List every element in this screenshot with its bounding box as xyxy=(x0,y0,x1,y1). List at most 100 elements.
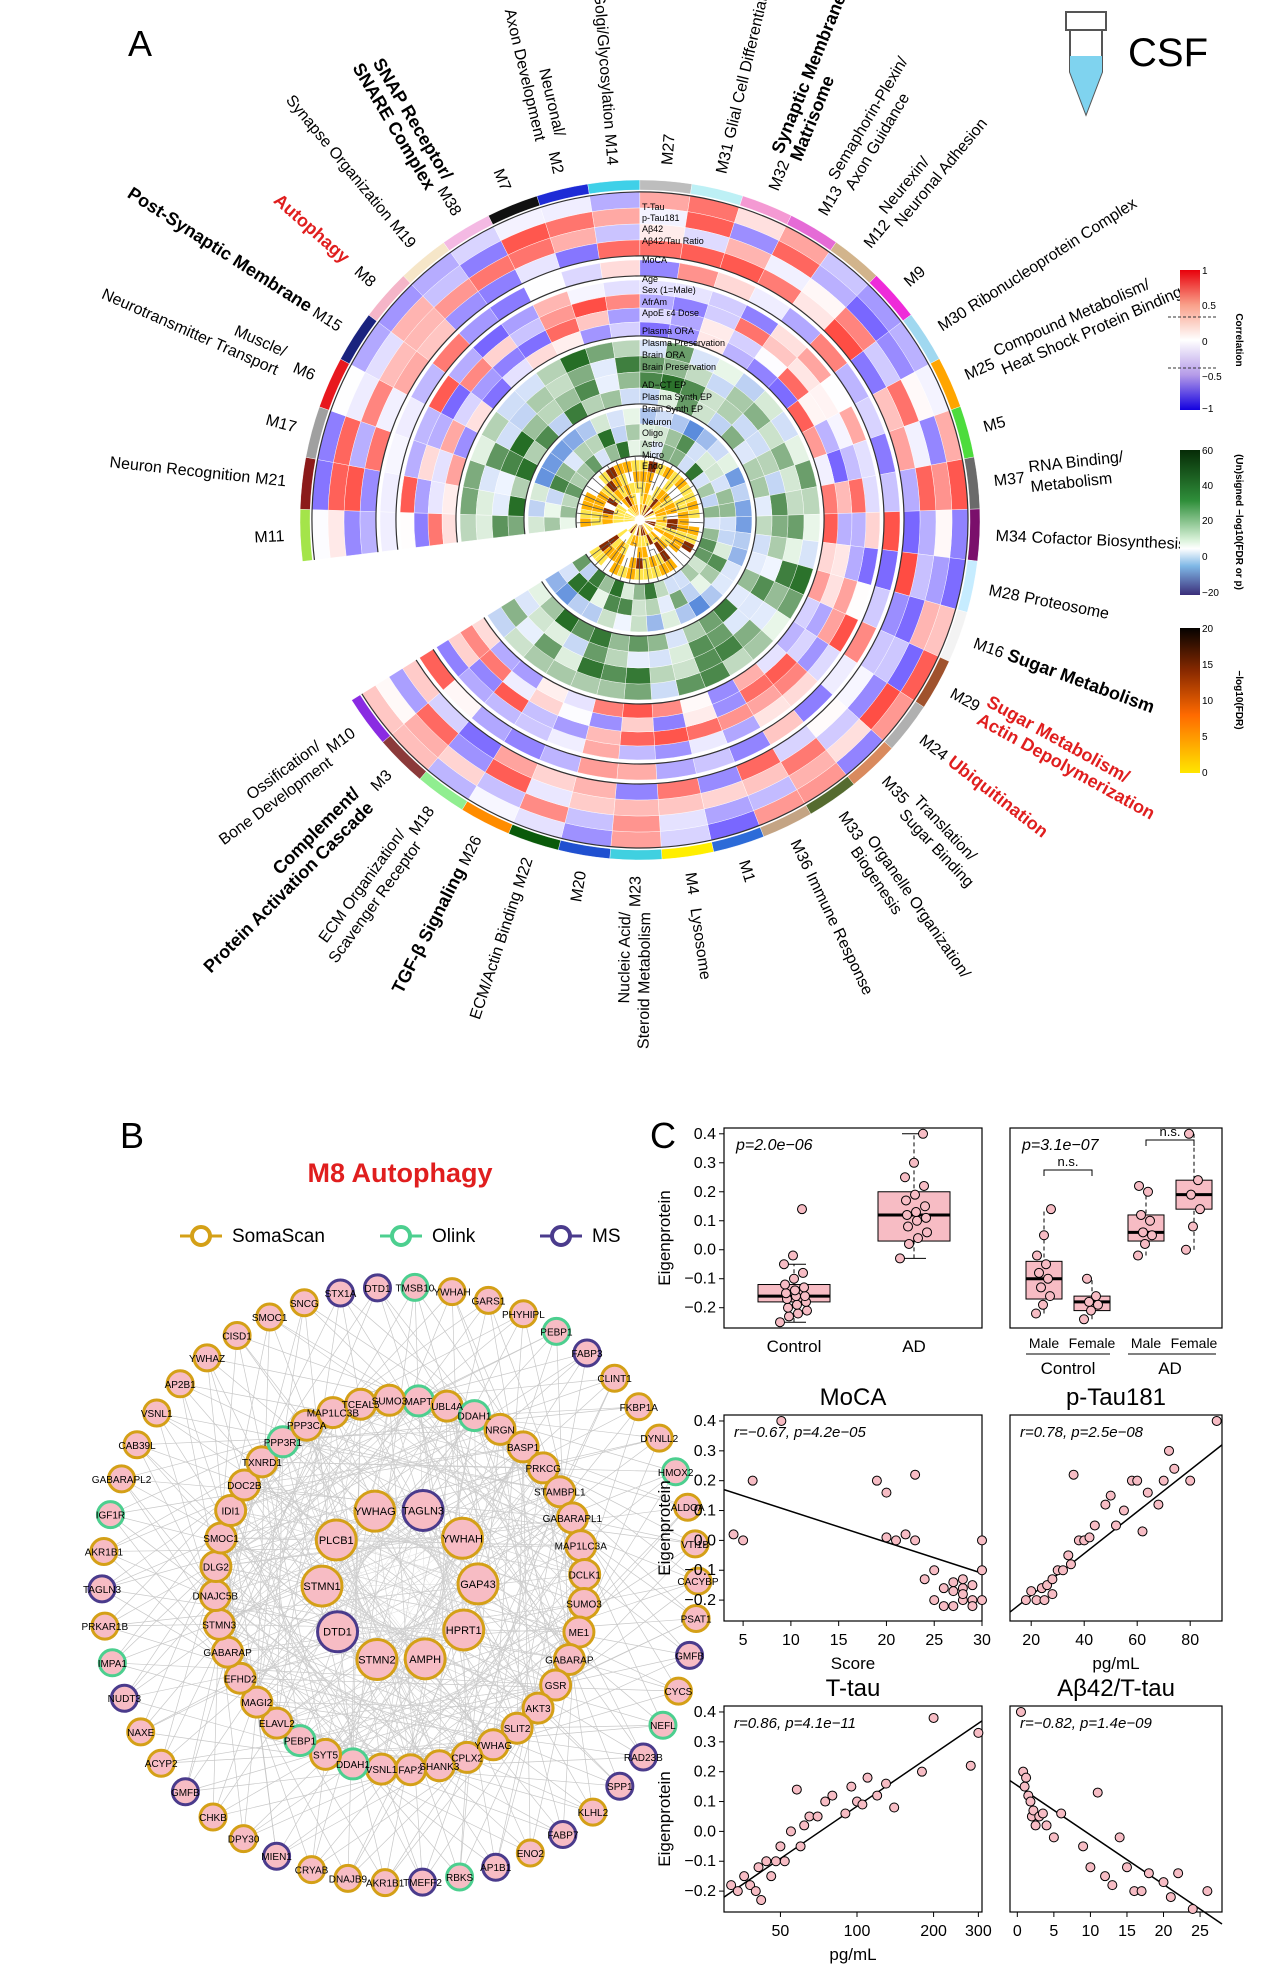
y-tick-label: −0.1 xyxy=(684,1853,716,1870)
legend-tick: 0 xyxy=(1202,552,1208,563)
middle-node xyxy=(543,1475,577,1509)
module-description-line: TGF-β Signaling xyxy=(388,864,469,997)
network-edge xyxy=(219,1624,468,1758)
legend-label: MS xyxy=(592,1226,621,1247)
heatmap-cell xyxy=(786,514,805,541)
network-edge xyxy=(332,1412,539,1709)
regression-line xyxy=(723,1488,983,1574)
dendrogram-branch xyxy=(662,527,701,543)
node-label: SMOC1 xyxy=(252,1313,288,1324)
heatmap-cell xyxy=(734,499,753,518)
node-label: GARS1 xyxy=(471,1296,505,1307)
heatmap-cell xyxy=(459,514,478,543)
network-edge xyxy=(112,1662,556,1686)
data-point xyxy=(1169,1463,1180,1474)
dendrogram-branch xyxy=(630,496,635,499)
module-id-label: M14 xyxy=(601,133,620,165)
node-label: DTD1 xyxy=(323,1627,352,1639)
network-edge xyxy=(227,1404,361,1653)
outer-node xyxy=(683,1566,713,1596)
module-id-label: M38 xyxy=(434,184,465,220)
ring-separator xyxy=(523,403,757,637)
network-edge xyxy=(410,1331,557,1770)
data-point xyxy=(900,1172,910,1183)
ring-label: MoCA xyxy=(642,255,667,265)
module-id-label: M30 xyxy=(935,304,970,335)
data-point xyxy=(1105,1490,1116,1501)
network-edge xyxy=(256,1701,539,1709)
legend-title: (Un)signed −log10(FDR or p) xyxy=(1233,454,1244,590)
outer-node xyxy=(400,1272,430,1302)
legend-tick: 10 xyxy=(1202,696,1214,707)
network-edge xyxy=(215,1405,448,1567)
network-edge xyxy=(499,1429,539,1709)
heatmap-cell xyxy=(836,512,853,546)
outer-node xyxy=(663,1676,693,1706)
data-point xyxy=(779,1259,789,1270)
ring-label: Astro xyxy=(642,439,663,449)
network-edge xyxy=(584,1580,699,1604)
data-point xyxy=(891,1535,901,1546)
data-point xyxy=(910,1535,921,1546)
network-edge xyxy=(517,1724,663,1729)
module-description: Neuronal/Axon Development xyxy=(501,7,568,143)
data-point xyxy=(793,1308,803,1319)
outer-node xyxy=(90,1611,120,1641)
data-point xyxy=(1140,1238,1150,1249)
middle-node xyxy=(457,1399,491,1433)
node-label: STMN2 xyxy=(358,1655,395,1667)
node-label: PSAT1 xyxy=(681,1615,712,1626)
x-axis-label: pg/mL xyxy=(829,1945,876,1964)
heatmap-cell xyxy=(359,510,379,555)
node-label: CPLX2 xyxy=(451,1753,483,1764)
middle-node xyxy=(245,1445,279,1479)
plot-frame xyxy=(723,1414,983,1622)
module-id-label: M4 xyxy=(681,871,701,896)
data-point xyxy=(938,1583,949,1594)
node-label: CYCS xyxy=(665,1687,693,1698)
dendrogram-branch xyxy=(649,548,655,551)
data-point xyxy=(881,1532,892,1543)
legend-tick: 0 xyxy=(1202,768,1208,779)
data-point xyxy=(1078,1841,1089,1852)
network-edge xyxy=(466,1491,561,1758)
network-edge xyxy=(418,1331,557,1402)
heatmap-cell xyxy=(327,509,347,559)
data-point xyxy=(785,1826,796,1837)
x-tick-label: 15 xyxy=(1118,1923,1136,1940)
network-edge xyxy=(336,1539,426,1659)
legend-tick: 5 xyxy=(1202,732,1208,743)
outer-node xyxy=(437,1277,467,1307)
heatmap-cell xyxy=(648,648,673,668)
node-label: AKR1B1 xyxy=(366,1879,405,1890)
network-edge xyxy=(256,1425,308,1703)
module-description: Cofactor Biosynthesis xyxy=(1031,529,1186,553)
node-label: CRYAB xyxy=(295,1866,329,1877)
network-edge xyxy=(239,1412,334,1679)
network-edge xyxy=(374,1511,464,1631)
heatmap-cell xyxy=(800,486,821,515)
dendrogram-branch xyxy=(624,457,632,482)
node-label: TMEFF2 xyxy=(403,1878,442,1889)
x-tick-label: 50 xyxy=(772,1923,790,1940)
heatmap-cell xyxy=(379,511,399,552)
network-edge xyxy=(140,1677,241,1733)
x-category: Female xyxy=(1171,1335,1218,1351)
data-point xyxy=(909,1157,919,1168)
data-point xyxy=(1021,1772,1032,1783)
network-edge xyxy=(206,1357,245,1486)
outer-node xyxy=(370,1868,400,1898)
outer-node xyxy=(87,1574,117,1604)
data-point xyxy=(1136,1886,1147,1897)
module-description: TGF-β Signaling xyxy=(388,864,469,997)
data-point xyxy=(977,1595,987,1606)
data-point xyxy=(1147,1230,1157,1241)
node-label: FABP7 xyxy=(547,1831,579,1842)
node-label: CISD1 xyxy=(222,1331,252,1342)
y-tick-label: 0.1 xyxy=(694,1213,716,1230)
data-point xyxy=(789,1273,799,1284)
module-id-label: M12 xyxy=(861,217,894,252)
